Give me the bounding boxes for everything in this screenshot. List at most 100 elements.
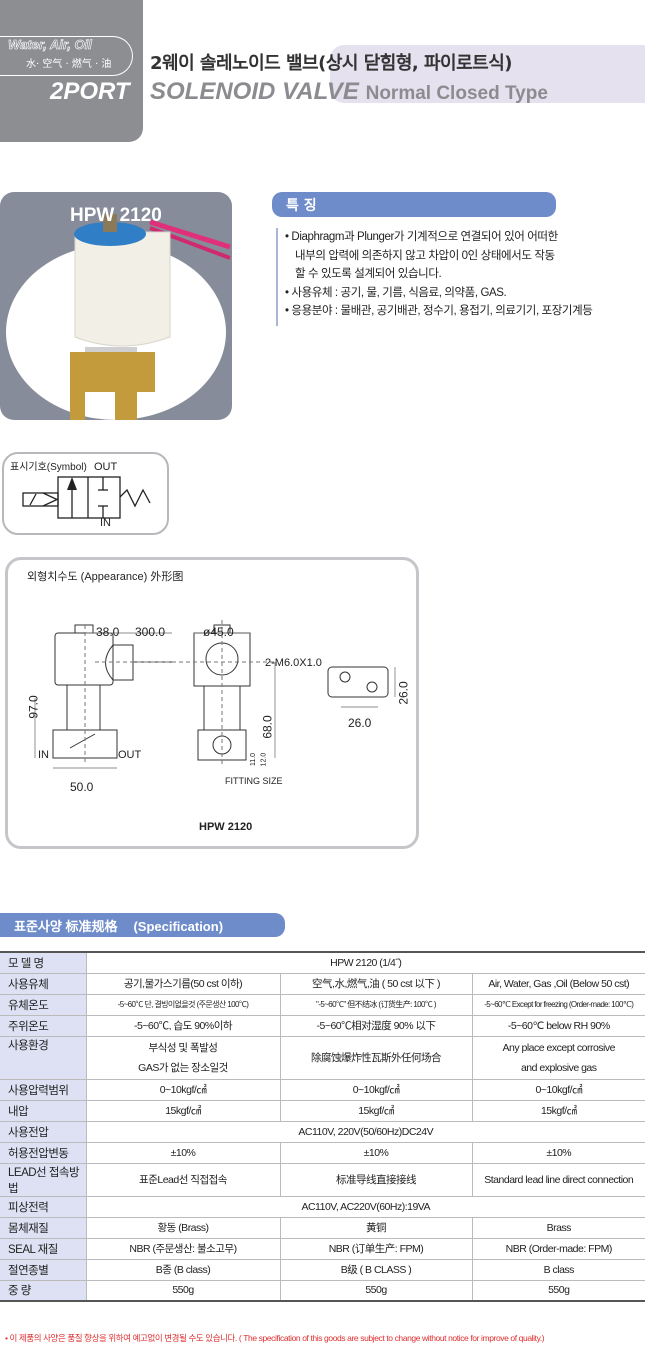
- feature-line: • 사용유체 : 공기, 물, 기름, 식음료, 의약품, GAS.: [285, 286, 507, 299]
- symbol-in: IN: [100, 517, 111, 529]
- title-korean: 2웨이 솔레노이드 밸브(상시 닫힘형, 파이로트식): [150, 53, 513, 74]
- dim-12: 12.0: [260, 752, 268, 767]
- appearance-title: 외형치수도 (Appearance) 外形图: [27, 571, 184, 583]
- spec-heading-en: (Specification): [133, 919, 224, 934]
- spec-cell: 15kgf/㎠: [471, 1099, 645, 1122]
- dimension-drawing: [34, 620, 396, 769]
- features-list: • Diaphragm과 Plunger가 기계적으로 연결되어 있어 어떠한 …: [285, 228, 640, 321]
- spec-label: 사용압력범위: [0, 1078, 87, 1101]
- spec-label: 몸체재질: [0, 1216, 87, 1239]
- product-photo: [6, 214, 231, 420]
- spec-cell: B class: [471, 1258, 645, 1281]
- spec-cell: 15kgf/㎠: [279, 1099, 473, 1122]
- dim-300: 300.0: [135, 625, 166, 639]
- spec-cell: Air, Water, Gas ,Oil (Below 50 cst): [471, 972, 645, 995]
- dim-11: 11.0: [250, 752, 258, 767]
- symbol-out: OUT: [94, 461, 118, 473]
- spec-cell: 표준Lead선 직접접속: [85, 1162, 281, 1197]
- spec-cell: NBR (订单生产: FPM): [279, 1237, 473, 1260]
- feature-line: • 응용분야 : 물배관, 공기배관, 정수기, 용접기, 의료기기, 포장기계…: [285, 305, 593, 317]
- spec-cell: 공기,물가스기름(50 cst 이하): [85, 972, 281, 995]
- spec-cell: -5~60℃ Except for freezing (Order-made: …: [471, 993, 645, 1016]
- disclaimer-note: • 이 제품의 사양은 품질 향상을 위하여 예고없이 변경될 수도 있습니다.…: [5, 1333, 545, 1343]
- port-label: 2PORT: [50, 78, 130, 105]
- spec-cell: HPW 2120 (1/4˝): [85, 951, 645, 974]
- feature-line: • Diaphragm과 Plunger가 기계적으로 연결되어 있어 어떠한: [285, 231, 558, 243]
- spec-cell: 0~10kgf/㎠: [471, 1078, 645, 1101]
- spec-cell: 황동 (Brass): [85, 1216, 281, 1239]
- table-row: 주위온도-5~60℃, 습도 90%이하-5~60℃相对湿度 90% 以下-5~…: [0, 1014, 645, 1037]
- title-en-main: SOLENOID VALVE: [150, 78, 359, 105]
- features-heading: 특 징: [272, 192, 556, 217]
- dim-50: 50.0: [70, 780, 94, 794]
- product-card: [0, 192, 232, 420]
- fitting-size-label: FITTING SIZE: [225, 776, 283, 786]
- dim-68: 68.0: [260, 715, 275, 739]
- spec-label: 주위온도: [0, 1014, 87, 1037]
- spec-cell: B종 (B class): [85, 1258, 281, 1281]
- title-english: SOLENOID VALVE Normal Closed Type: [150, 78, 640, 106]
- spec-cell: B级 ( B CLASS ): [279, 1258, 473, 1281]
- feature-line: 할 수 있도록 설계되어 있습니다.: [295, 268, 442, 280]
- port-out-label: OUT: [118, 749, 142, 761]
- port-in-label: IN: [38, 749, 49, 761]
- spec-label: 허용전압변동: [0, 1141, 87, 1164]
- spec-label: 절연종별: [0, 1258, 87, 1281]
- spec-label: SEAL 재질: [0, 1237, 87, 1260]
- spec-cell: 550g: [85, 1279, 281, 1302]
- valve-symbol-icon: [22, 476, 151, 519]
- spec-cell: -5~60℃, 습도 90%이하: [85, 1014, 281, 1037]
- spec-cell: AC110V, 220V(50/60Hz)DC24V: [85, 1120, 645, 1143]
- title-type: Normal Closed Type: [365, 83, 548, 104]
- title-band: [330, 45, 645, 103]
- dim-26-vertical: 26.0: [396, 681, 411, 705]
- appearance-box: [5, 557, 419, 849]
- spec-label: 사용유체: [0, 972, 87, 995]
- drawing-model: HPW 2120: [199, 821, 253, 833]
- spec-label: 중 량: [0, 1279, 87, 1302]
- spec-cell: AC110V, AC220V(60Hz):19VA: [85, 1195, 645, 1218]
- spec-cell: 除腐蚀爆炸性瓦斯外任何场合: [279, 1035, 473, 1080]
- spec-cell: Any place except corrosive and explosive …: [471, 1035, 645, 1080]
- spec-cell: -5~60℃ below RH 90%: [471, 1014, 645, 1037]
- feature-line: 내부의 압력에 의존하지 않고 차압이 0인 상태에서도 작동: [295, 249, 555, 262]
- spec-label: 내압: [0, 1099, 87, 1122]
- spec-label: 유체온도: [0, 993, 87, 1016]
- spec-cell: -5~60℃相对湿度 90% 以下: [279, 1014, 473, 1037]
- spec-cell: ±10%: [85, 1141, 281, 1164]
- spec-cell: 标准导线直接接线: [279, 1162, 473, 1197]
- dim-38: 38.0: [96, 625, 120, 639]
- spec-cell: NBR (주문생산: 불소고무): [85, 1237, 281, 1260]
- spec-cell: 0~10kgf/㎠: [279, 1078, 473, 1101]
- spec-cell: ±10%: [471, 1141, 645, 1164]
- spec-heading-text: 표준사양 标准规格: [14, 919, 118, 934]
- dim-26-horizontal: 26.0: [348, 716, 372, 730]
- spec-label: LEAD선 접속방법: [0, 1162, 87, 1197]
- spec-line: Any place except corrosive: [502, 1041, 616, 1054]
- spec-cell: 15kgf/㎠: [85, 1099, 281, 1122]
- spec-label: 사용환경: [0, 1035, 87, 1080]
- dim-45: ø45.0: [203, 625, 234, 639]
- spec-cell: Brass: [471, 1216, 645, 1239]
- spec-cell: ±10%: [279, 1141, 473, 1164]
- spec-line: GAS가 없는 장소일것: [138, 1061, 228, 1074]
- spec-line: and explosive gas: [520, 1061, 597, 1074]
- table-row: 유체온도-5~60℃ 단, 결빙이없을것 (주문생산 100℃)"-5~60℃"…: [0, 993, 645, 1016]
- symbol-box: [2, 452, 169, 535]
- product-model: HPW 2120: [70, 205, 162, 226]
- spec-cell: 黄铜: [279, 1216, 473, 1239]
- symbol-title: 표시기호(Symbol): [10, 462, 87, 473]
- spec-label: 사용전압: [0, 1120, 87, 1143]
- spec-label: 모 델 명: [0, 951, 87, 974]
- media-en: Water, Air, Oil: [8, 37, 92, 53]
